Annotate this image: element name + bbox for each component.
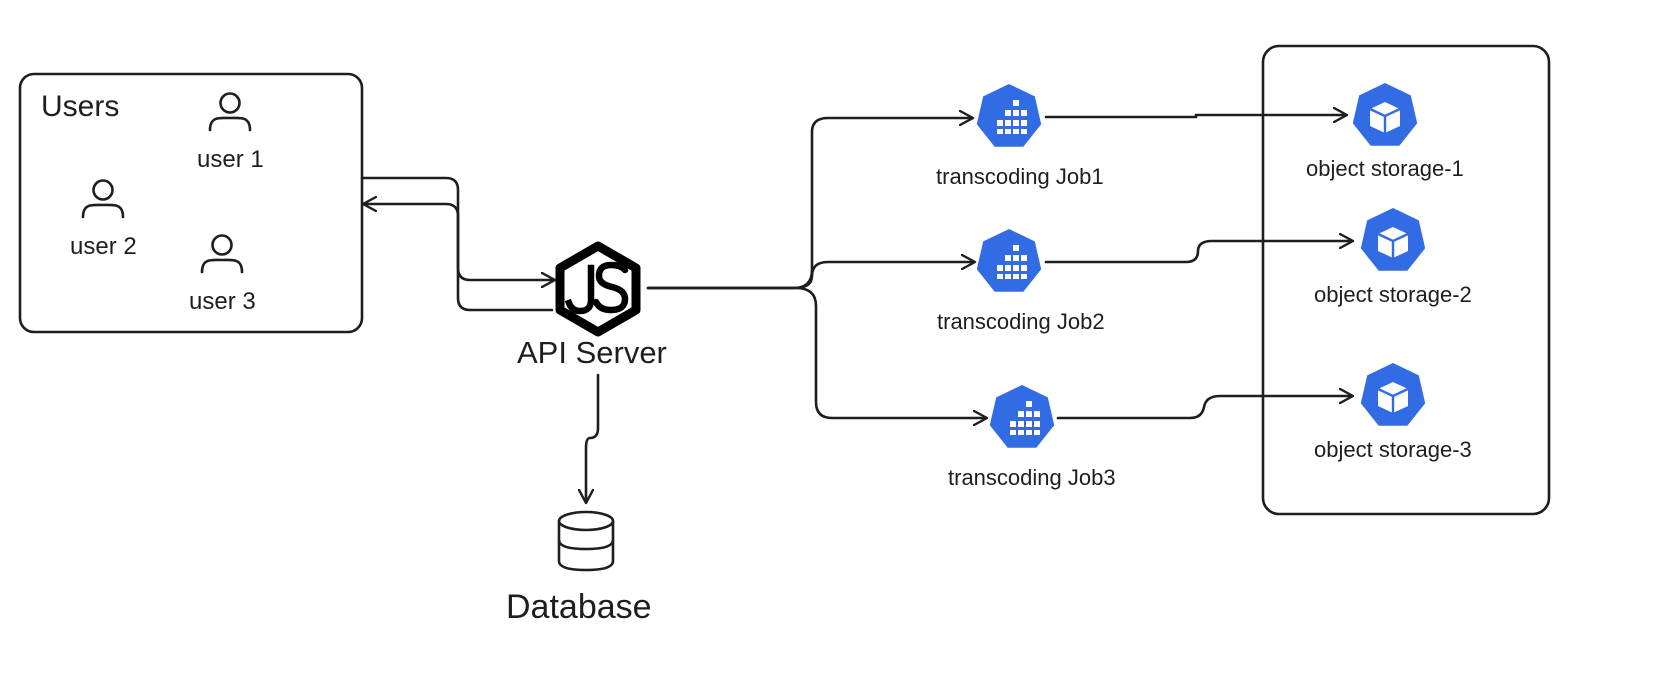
- job2-to-storage2-arrow: [1044, 241, 1352, 264]
- user-3-label: user 3: [189, 288, 256, 315]
- user-2-icon: [81, 179, 125, 219]
- job-2-icon: [976, 229, 1042, 292]
- object-storage-group-box: [1261, 44, 1551, 516]
- job-1-icon: [976, 84, 1042, 147]
- api-to-job3-arrow: [646, 286, 986, 418]
- user-1-icon: [208, 92, 252, 132]
- nodejs-icon: [555, 241, 641, 337]
- storage-3-label: object storage-3: [1314, 437, 1472, 462]
- user-1-label: user 1: [197, 146, 264, 173]
- api-server-label: API Server: [517, 335, 667, 370]
- users-group-title: Users: [41, 90, 120, 123]
- user-3-icon: [200, 234, 244, 274]
- job-3-icon: [989, 385, 1055, 448]
- job-3-label: transcoding Job3: [948, 465, 1116, 490]
- api-to-database-arrow: [586, 373, 600, 502]
- database-icon: [557, 510, 615, 572]
- user-2-label: user 2: [70, 233, 137, 260]
- storage-2-icon: [1359, 206, 1427, 272]
- storage-2-label: object storage-2: [1314, 282, 1472, 307]
- api-to-users-arrow: [364, 204, 554, 312]
- job1-to-storage1-arrow: [1044, 115, 1346, 117]
- storage-1-label: object storage-1: [1306, 156, 1464, 181]
- job3-to-storage3-arrow: [1056, 396, 1352, 420]
- job-1-label: transcoding Job1: [936, 164, 1104, 189]
- job-2-label: transcoding Job2: [937, 309, 1105, 334]
- storage-1-icon: [1351, 81, 1419, 147]
- database-label: Database: [506, 588, 652, 626]
- storage-3-icon: [1359, 361, 1427, 427]
